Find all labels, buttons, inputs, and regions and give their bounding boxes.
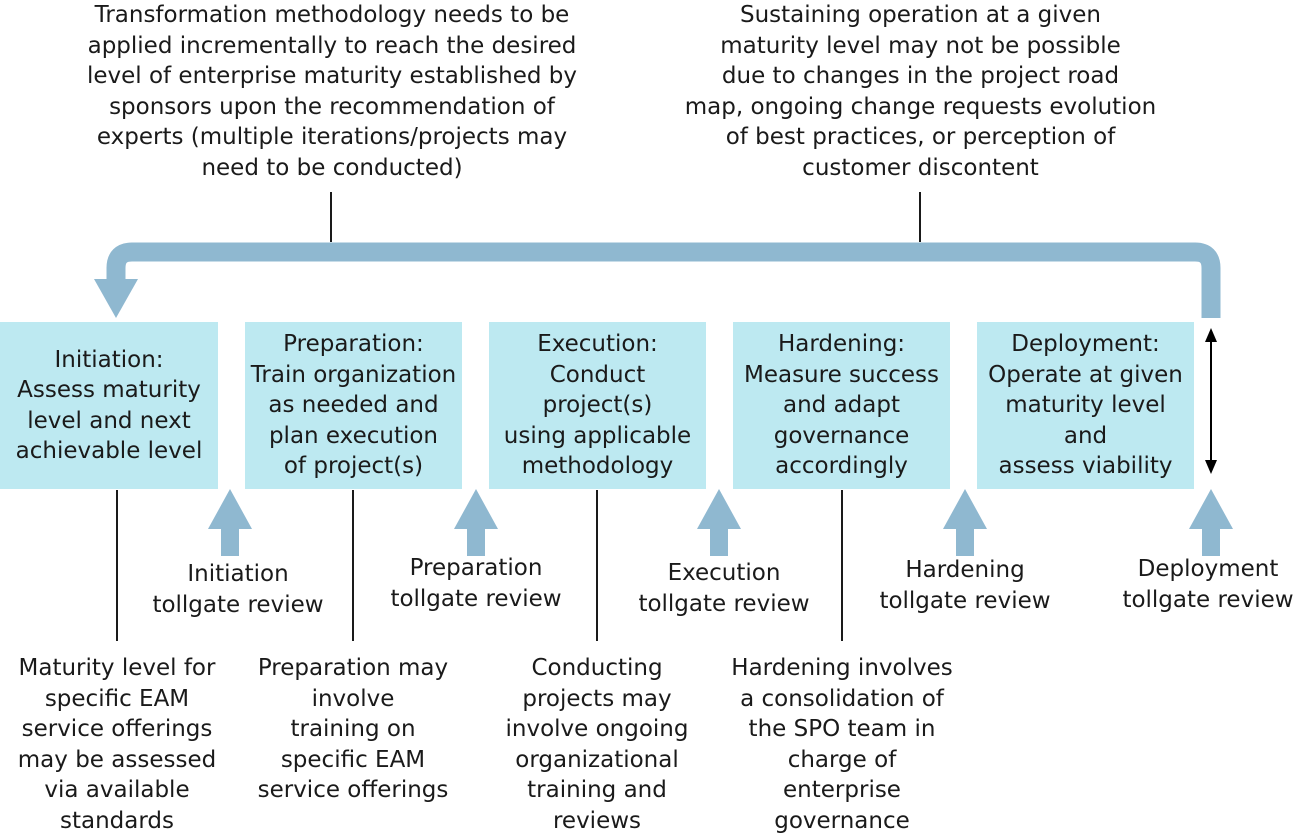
bottom-note-initiation: Maturity level for specific EAM service …	[17, 655, 217, 834]
tollgate-label-deployment: Deployment tollgate review	[1122, 556, 1294, 613]
tollgate-arrow-preparation	[454, 489, 498, 556]
top-note-left: Transformation methodology needs to be a…	[86, 2, 578, 181]
phase-hardening-label: Hardening: Measure success and adapt gov…	[743, 331, 940, 480]
phase-hardening-box: Hardening: Measure success and adapt gov…	[733, 322, 950, 489]
phase-preparation-label: Preparation: Train organization as neede…	[250, 331, 457, 480]
phase-execution-box: Execution: Conduct project(s) using appl…	[489, 322, 706, 489]
tollgate-label-execution: Execution tollgate review	[638, 560, 810, 617]
tollgate-label-hardening: Hardening tollgate review	[879, 557, 1051, 614]
bottom-note-preparation: Preparation may involve training on spec…	[257, 655, 449, 803]
top-note-right: Sustaining operation at a given maturity…	[684, 2, 1157, 181]
bottom-note-hardening: Hardening involves a consolidation of th…	[731, 655, 953, 834]
tollgate-arrow-hardening	[943, 489, 987, 556]
phase-execution-label: Execution: Conduct project(s) using appl…	[503, 331, 692, 480]
phase-initiation-label: Initiation: Assess maturity level and ne…	[15, 346, 203, 465]
phase-initiation-box: Initiation: Assess maturity level and ne…	[0, 322, 218, 489]
tollgate-arrow-deployment	[1189, 489, 1233, 556]
bottom-note-execution: Conducting projects may involve ongoing …	[505, 655, 689, 834]
phase-deployment-label: Deployment: Operate at given maturity le…	[988, 331, 1183, 480]
feedback-loop-arrowhead	[94, 279, 138, 318]
feedback-loop-arrow	[106, 242, 1221, 318]
tollgate-label-initiation: Initiation tollgate review	[152, 561, 324, 618]
tollgate-arrow-execution	[697, 489, 741, 556]
phase-deployment-box: Deployment: Operate at given maturity le…	[977, 322, 1194, 489]
tollgate-label-preparation: Preparation tollgate review	[390, 555, 562, 612]
tollgate-arrow-initiation	[208, 489, 252, 556]
phase-preparation-box: Preparation: Train organization as neede…	[245, 322, 462, 489]
viability-double-arrow	[1205, 328, 1217, 474]
